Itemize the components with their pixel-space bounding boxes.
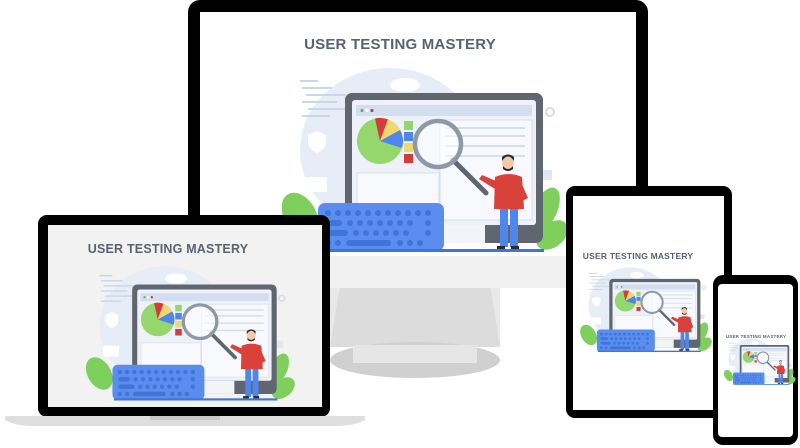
monitor-title: USER TESTING MASTERY	[304, 36, 496, 53]
tablet-title: USER TESTING MASTERY	[582, 251, 694, 261]
laptop-title: USER TESTING MASTERY	[87, 242, 249, 256]
laptop	[5, 215, 365, 426]
tablet	[566, 186, 732, 418]
phone	[713, 275, 798, 445]
phone-title: USER TESTING MASTERY	[725, 334, 787, 339]
